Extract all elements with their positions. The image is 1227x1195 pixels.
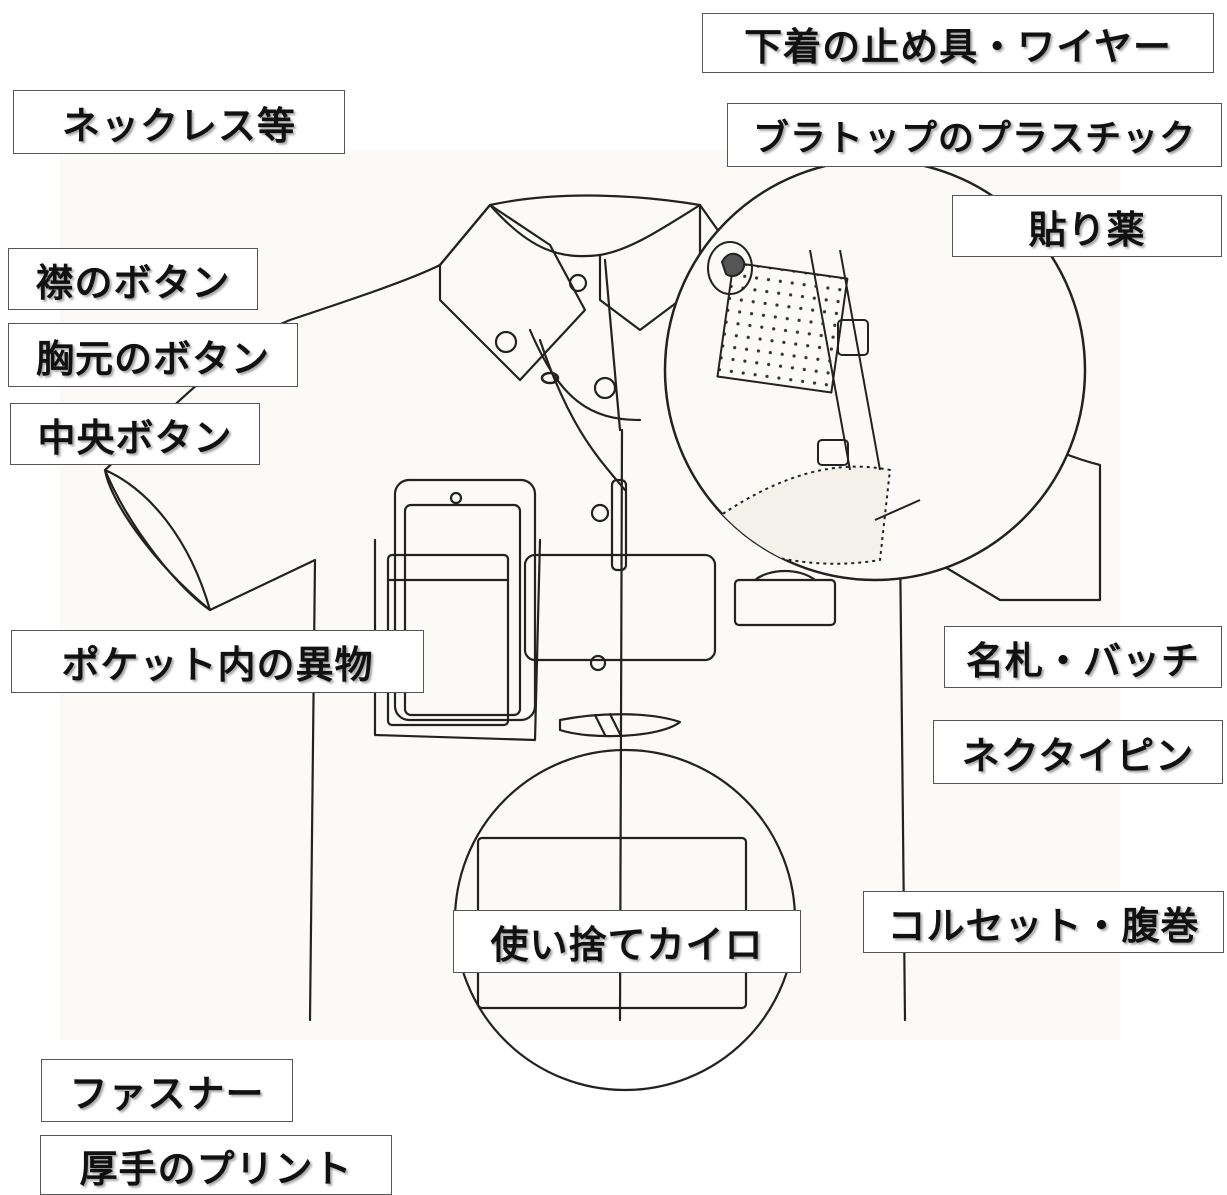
medical-patch <box>716 261 849 394</box>
label-center-button: 中央ボタン <box>10 403 260 465</box>
label-pocket-item: ポケット内の異物 <box>11 630 424 693</box>
label-thick-print: 厚手のプリント <box>40 1135 392 1195</box>
label-fastener: ファスナー <box>41 1059 293 1122</box>
label-corset: コルセット・腹巻 <box>863 891 1224 953</box>
tie-pin <box>558 713 682 738</box>
left-sleeve-cuff <box>103 468 212 612</box>
label-name-badge: 名札・バッチ <box>944 626 1222 688</box>
badge <box>733 578 837 627</box>
name-card <box>523 553 717 662</box>
necklace-chain <box>528 328 642 422</box>
label-patch: 貼り薬 <box>952 195 1222 257</box>
label-necklace: ネックレス等 <box>13 90 345 154</box>
label-underwear-hooks: 下着の止め具・ワイヤー <box>702 13 1214 73</box>
label-collar-button: 襟のボタン <box>8 248 258 310</box>
label-heat-pack: 使い捨てカイロ <box>453 910 801 973</box>
label-bratop-plastic: ブラトップのプラスチック <box>727 103 1222 167</box>
label-chest-button: 胸元のボタン <box>8 323 298 387</box>
label-tie-pin: ネクタイピン <box>933 720 1223 784</box>
